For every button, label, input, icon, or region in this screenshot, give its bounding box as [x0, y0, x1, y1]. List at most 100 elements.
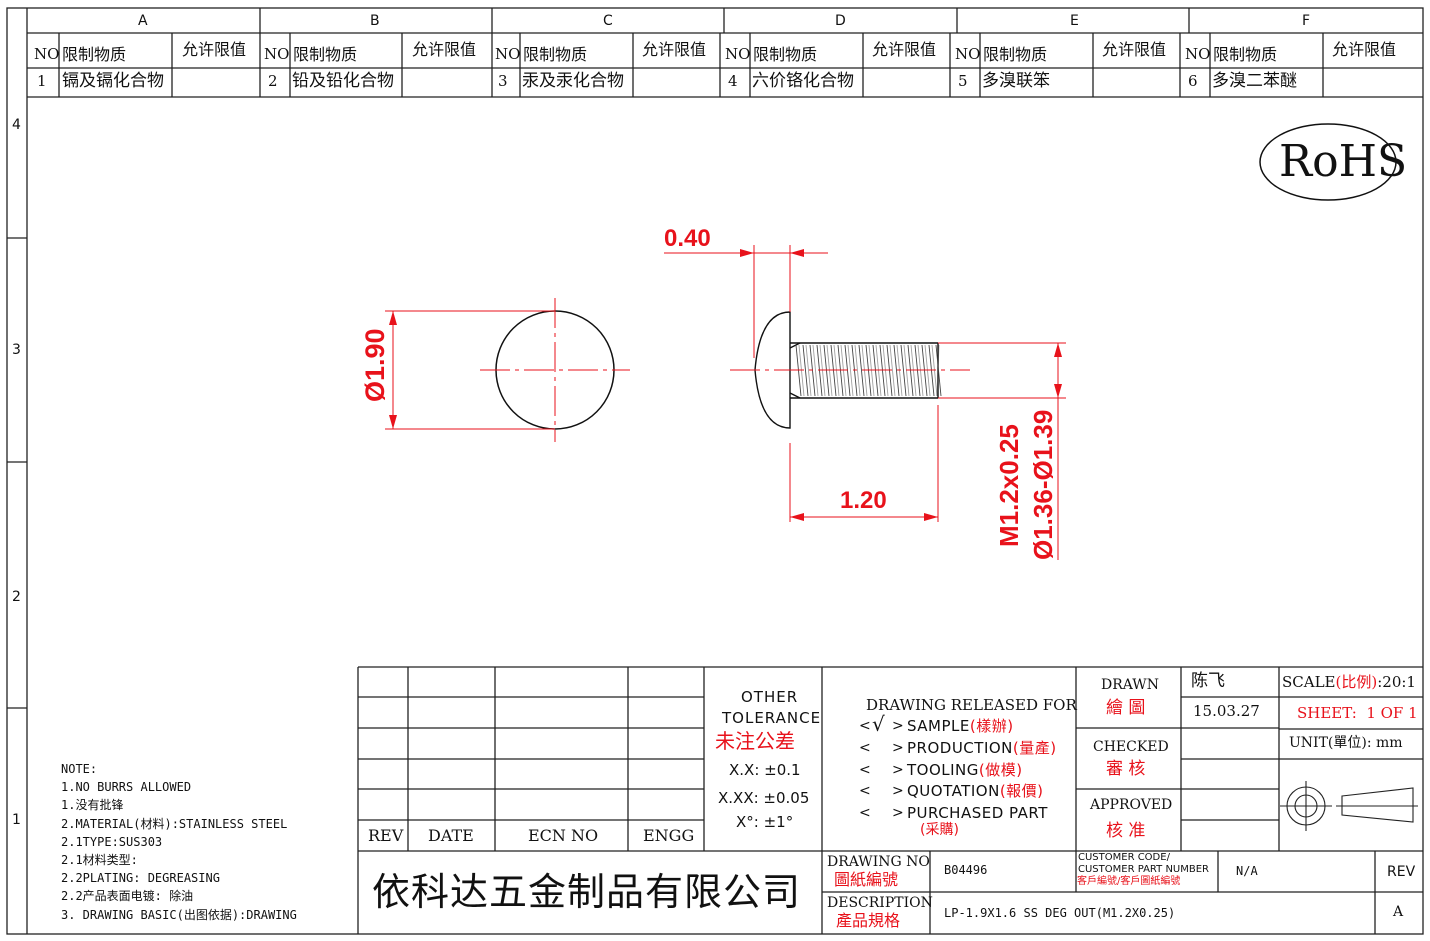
- zone-col-d: D: [835, 13, 846, 29]
- substance-no: 6: [1188, 72, 1198, 90]
- substance-name: 六价铬化合物: [752, 71, 854, 91]
- release-bracket-sample: <: [859, 718, 871, 734]
- tolerance-one-decimal: X.X: ±0.1: [729, 761, 801, 779]
- drawing-no-label-cn: 圖紙編號: [834, 870, 899, 889]
- note-line: 2.1TYPE:SUS303: [61, 834, 163, 849]
- release-check-mark: √: [872, 712, 885, 736]
- rev-value: A: [1393, 904, 1404, 920]
- note-line: 1.NO BURRS ALLOWED: [61, 780, 192, 795]
- approved-label-cn: 核 准: [1106, 821, 1146, 841]
- note-line: NOTE:: [61, 762, 98, 776]
- release-quotation: QUOTATION(報價): [907, 782, 1044, 800]
- release-bracket: <: [859, 783, 871, 799]
- drawn-date: 15.03.27: [1193, 702, 1260, 720]
- col-header-limit-2: 允许限值: [412, 40, 477, 59]
- zone-col-c: C: [603, 13, 613, 29]
- substance-name: 多溴联笨: [982, 71, 1050, 91]
- release-sample: SAMPLE(樣辦): [907, 717, 1014, 735]
- col-header-limit-3: 允许限值: [642, 40, 707, 59]
- substance-no: 2: [268, 72, 278, 90]
- substance-name: 镉及镉化合物: [62, 71, 164, 91]
- substance-no: 4: [728, 72, 738, 90]
- release-tooling: TOOLING(做模): [907, 761, 1023, 779]
- tolerance-title-2: TOLERANCE: [722, 709, 822, 727]
- note-line: 1.没有批锋: [61, 798, 124, 813]
- customer-code-label-cn: 客戶編號/客戶圖紙編號: [1077, 876, 1181, 887]
- col-header-substance-1: 限制物质: [62, 45, 127, 64]
- drawing-no-label: DRAWING NO: [827, 854, 930, 870]
- zone-col-b: B: [370, 13, 380, 29]
- customer-part-label: CUSTOMER PART NUMBER: [1078, 864, 1209, 875]
- col-header-limit-4: 允许限值: [872, 40, 937, 59]
- release-bracket: <: [859, 805, 871, 821]
- substance-name: 多溴二苯醚: [1212, 71, 1297, 91]
- release-production: PRODUCTION(量產): [907, 739, 1057, 757]
- dim-thread-length: 1.20: [840, 487, 887, 514]
- unit-field: UNIT(單位): mm: [1289, 735, 1403, 751]
- rev-col-header: REV: [368, 826, 404, 845]
- zone-row-1: 1: [12, 812, 21, 828]
- col-header-substance-3: 限制物质: [523, 45, 588, 64]
- zone-col-e: E: [1070, 13, 1079, 29]
- description-value: LP-1.9X1.6 SS DEG OUT(M1.2X0.25): [944, 906, 1176, 920]
- dim-head-diameter: Ø1.90: [360, 328, 390, 402]
- col-header-substance-4: 限制物质: [753, 45, 818, 64]
- col-header-no-3: NO: [495, 45, 521, 63]
- col-header-limit-5: 允许限值: [1102, 40, 1167, 59]
- dim-head-height: 0.40: [664, 225, 711, 252]
- note-line: 2.MATERIAL(材料):STAINLESS STEEL: [61, 816, 288, 831]
- substance-name: 汞及汞化合物: [522, 71, 624, 91]
- release-purchased-part: PURCHASED PART: [907, 804, 1048, 822]
- substance-no: 3: [498, 72, 508, 90]
- release-bracket: >: [892, 740, 904, 756]
- drawn-label: DRAWN: [1101, 677, 1159, 693]
- release-bracket: >: [892, 783, 904, 799]
- drawn-label-cn: 繪 圖: [1106, 698, 1146, 718]
- description-label: DESCRIPTION: [827, 895, 933, 911]
- company-name: 依科达五金制品有限公司: [372, 870, 802, 914]
- engg-col-header: ENGG: [643, 826, 695, 845]
- col-header-limit-6: 允许限值: [1332, 40, 1397, 59]
- substance-no: 5: [958, 72, 968, 90]
- col-header-no-2: NO: [264, 45, 290, 63]
- approved-label: APPROVED: [1090, 797, 1173, 813]
- customer-code-value: N/A: [1236, 864, 1258, 878]
- release-bracket: >: [892, 762, 904, 778]
- col-header-substance-5: 限制物质: [983, 45, 1048, 64]
- description-label-cn: 產品規格: [836, 911, 901, 930]
- drawing-number: B04496: [944, 863, 988, 877]
- substance-no: 1: [37, 72, 47, 90]
- substance-name: 铅及铅化合物: [292, 71, 394, 91]
- release-bracket-sample-close: >: [892, 718, 904, 734]
- dim-thread-major: Ø1.36-Ø1.39: [1028, 409, 1058, 560]
- note-line: 3. DRAWING BASIC(出图依据):DRAWING: [61, 907, 297, 922]
- tolerance-title-1: OTHER: [741, 688, 799, 706]
- note-line: 2.2产品表面电镀: 除油: [61, 889, 194, 904]
- col-header-substance-2: 限制物质: [293, 45, 358, 64]
- customer-code-label: CUSTOMER CODE/: [1078, 852, 1170, 863]
- col-header-no-1: NO: [34, 45, 60, 63]
- tolerance-title-cn: 未注公差: [715, 729, 795, 753]
- zone-row-4: 4: [12, 117, 21, 133]
- note-line: 2.2PLATING: DEGREASING: [61, 871, 220, 886]
- release-title: DRAWING RELEASED FOR: [866, 696, 1077, 714]
- col-header-no-6: NO: [1185, 45, 1211, 63]
- tolerance-two-decimal: X.XX: ±0.05: [718, 789, 810, 807]
- date-col-header: DATE: [428, 826, 474, 845]
- zone-col-a: A: [138, 13, 148, 29]
- release-bracket: <: [859, 740, 871, 756]
- release-purchased-part-cn: (采購): [920, 822, 959, 838]
- scale-field: SCALE(比例):20:1: [1282, 673, 1416, 691]
- checked-label-cn: 審 核: [1106, 759, 1146, 779]
- checked-label: CHECKED: [1093, 739, 1169, 755]
- zone-col-f: F: [1302, 13, 1311, 29]
- col-header-no-4: NO: [725, 45, 751, 63]
- rev-label: REV: [1387, 864, 1416, 880]
- zone-row-3: 3: [12, 342, 21, 358]
- release-bracket: >: [892, 805, 904, 821]
- note-line: 2.1材料类型:: [61, 853, 138, 868]
- zone-row-2: 2: [12, 589, 21, 605]
- ecn-col-header: ECN NO: [528, 826, 599, 845]
